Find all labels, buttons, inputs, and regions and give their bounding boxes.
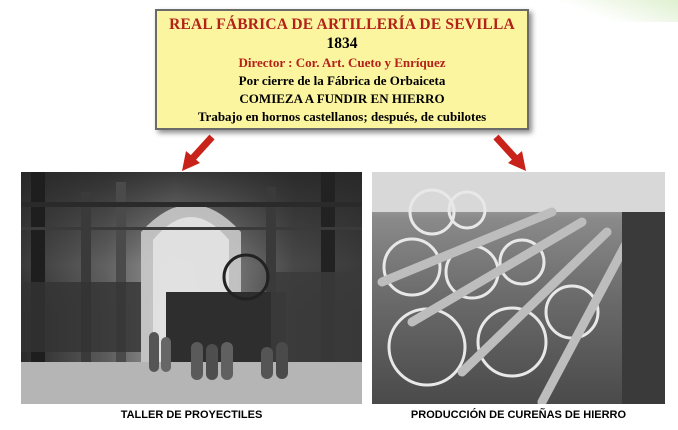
director-line: Director : Cor. Art. Cueto y Enríquez [238, 55, 446, 70]
arrow-left-icon [182, 134, 215, 171]
left-photo-caption: TALLER DE PROYECTILES [120, 409, 263, 421]
slide-year: 1834 [326, 35, 358, 52]
info-line-2: COMIEZA A FUNDIR EN HIERRO [239, 91, 445, 106]
info-line-1: Por cierre de la Fábrica de Orbaiceta [238, 73, 446, 88]
slide-title: REAL FÁBRICA DE ARTILLERÍA DE SEVILLA [169, 16, 515, 33]
arrow-right-icon [493, 134, 526, 171]
corner-decoration [558, 0, 678, 22]
carriages-photo [372, 172, 665, 404]
workshop-photo [21, 172, 362, 404]
right-photo-caption: PRODUCCIÓN DE CUREÑAS DE HIERRO [410, 409, 627, 421]
title-box: REAL FÁBRICA DE ARTILLERÍA DE SEVILLA 18… [155, 9, 529, 130]
info-line-3: Trabajo en hornos castellanos; después, … [197, 109, 487, 124]
